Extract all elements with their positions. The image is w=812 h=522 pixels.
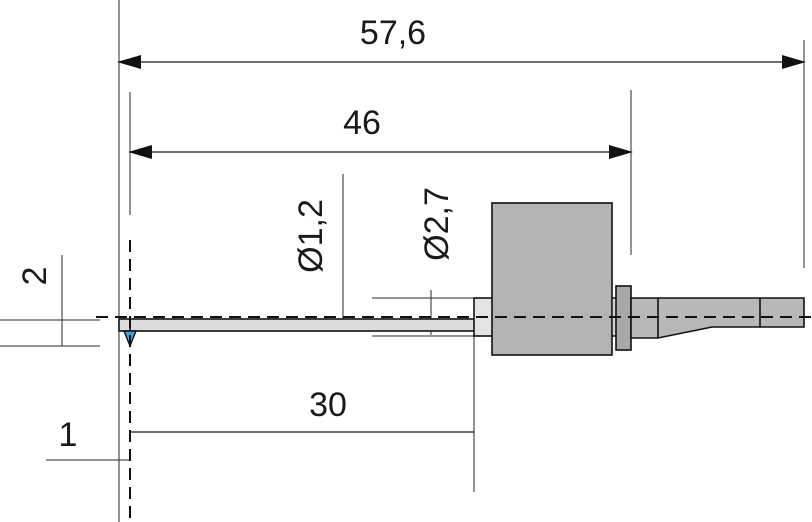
- probe-diameter-label: Ø1,2: [292, 199, 330, 273]
- probe-shaft: [118, 318, 478, 332]
- main-body: [491, 202, 613, 356]
- probe-length-label: 30: [309, 386, 347, 424]
- overall-length-label: 57,6: [360, 14, 426, 52]
- collar-diameter-label: Ø2,7: [418, 187, 456, 261]
- body-length-label: 46: [343, 104, 381, 142]
- offset-top-label: 2: [16, 267, 54, 286]
- probe-assembly: [118, 202, 805, 356]
- offset-bottom-label: 1: [59, 416, 78, 454]
